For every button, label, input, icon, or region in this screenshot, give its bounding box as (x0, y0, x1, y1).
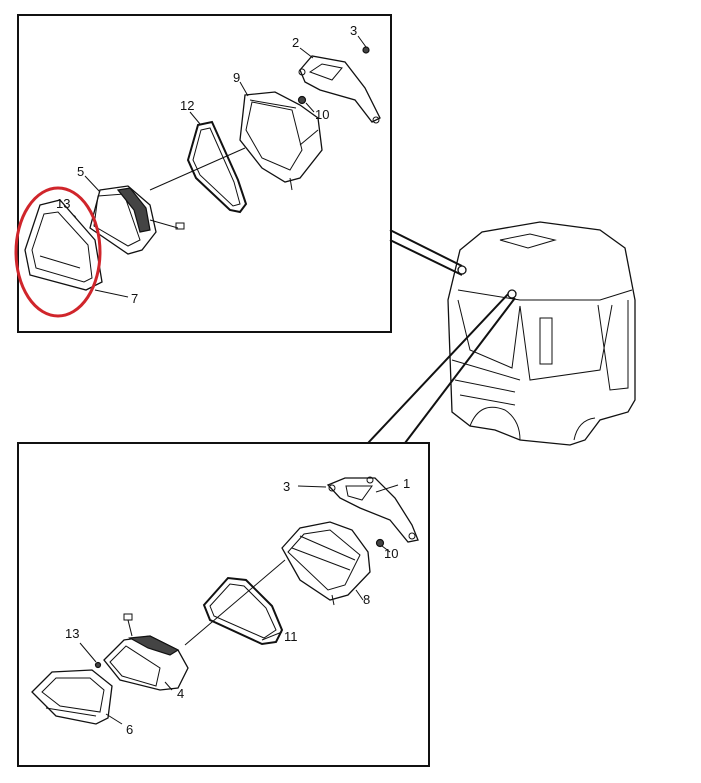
callout-3-bottom: 3 (283, 479, 290, 494)
screw-part-3 (362, 46, 370, 54)
bracket-part-1 (326, 476, 419, 543)
callout-2: 2 (292, 35, 299, 50)
callout-3-top: 3 (350, 23, 357, 38)
screw-part-10 (297, 95, 307, 105)
callout-9: 9 (233, 70, 240, 85)
housing-part-8 (281, 521, 371, 606)
callout-13-bottom: 13 (65, 626, 79, 641)
bottom-detail-frame (17, 442, 430, 767)
bracket-part-2 (298, 55, 381, 124)
callout-8: 8 (363, 592, 370, 607)
gasket-part-11 (202, 576, 284, 646)
callout-10-top: 10 (315, 107, 329, 122)
screw-part-13-bottom (94, 661, 102, 669)
highlight-circle (14, 186, 102, 318)
callout-11: 11 (284, 629, 298, 644)
callout-7: 7 (131, 291, 138, 306)
callout-1: 1 (403, 476, 410, 491)
callout-10-bottom: 10 (384, 546, 398, 561)
callout-12: 12 (180, 98, 194, 113)
housing-part-9 (239, 91, 323, 191)
lamp-part-4 (103, 613, 189, 691)
top-detail-frame (17, 14, 392, 333)
callout-4: 4 (177, 686, 184, 701)
screw-part-10-bottom (375, 538, 385, 548)
cover-part-6 (31, 669, 113, 725)
gasket-part-12 (186, 120, 248, 214)
callout-5: 5 (77, 164, 84, 179)
callout-6: 6 (126, 722, 133, 737)
lamp-part-5 (89, 185, 185, 255)
truck-cab (447, 221, 636, 446)
callout-13-top: 13 (56, 196, 70, 211)
